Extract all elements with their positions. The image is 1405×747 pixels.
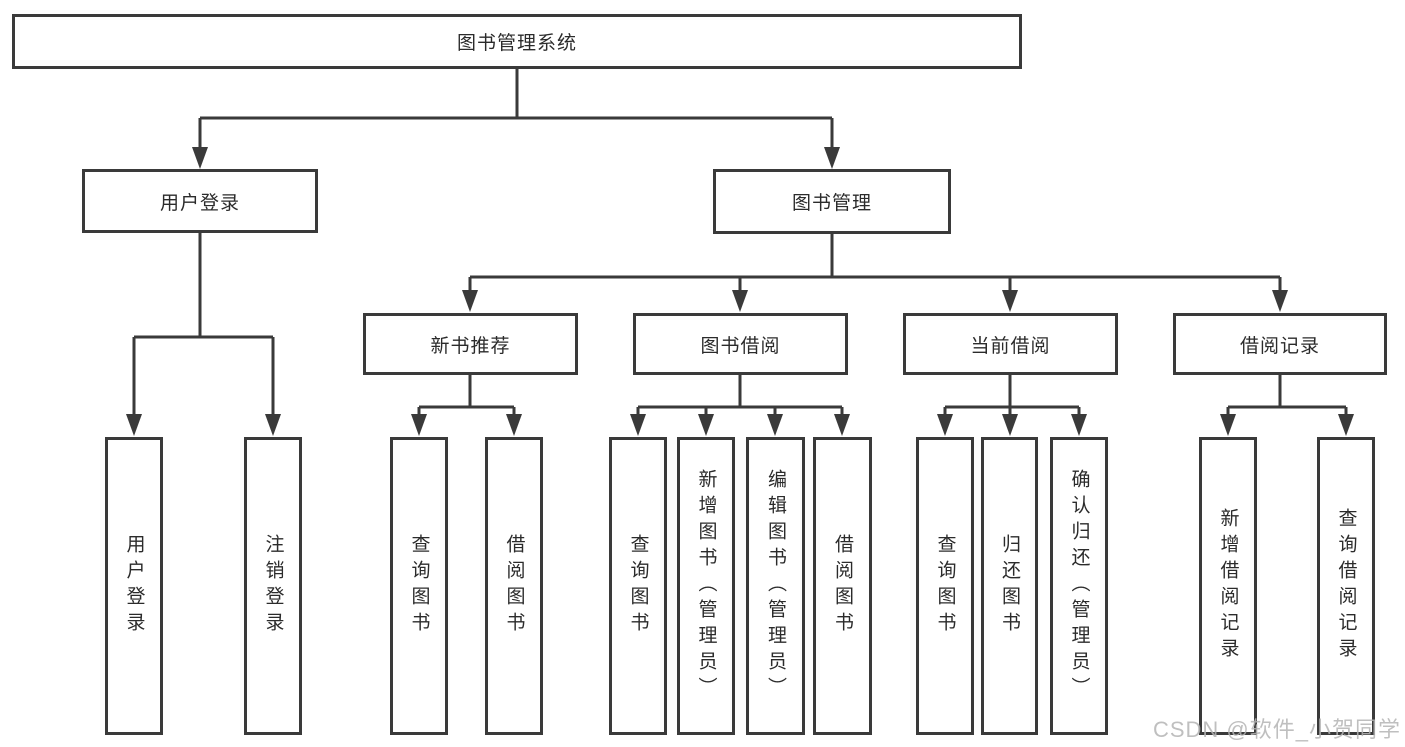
leaf-borrow-query-books-label: 查询图书	[627, 534, 649, 638]
node-user-login-label: 用户登录	[159, 192, 240, 214]
leaf-confirm-return-admin-label: 确认归还（管理员）	[1068, 469, 1090, 703]
leaf-edit-books-admin: 编辑图书（管理员）	[746, 437, 805, 735]
node-borrow-records-label: 借阅记录	[1239, 335, 1320, 357]
leaf-user-login-label: 用户登录	[123, 534, 145, 638]
node-new-book-recommend: 新书推荐	[363, 313, 578, 375]
leaf-add-borrow-record-label: 新增借阅记录	[1217, 508, 1239, 664]
leaf-borrow-books-label: 借阅图书	[832, 534, 853, 638]
node-book-borrow: 图书借阅	[633, 313, 848, 375]
leaf-logout-label: 注销登录	[262, 534, 284, 638]
leaf-current-query-books-label: 查询图书	[934, 534, 956, 638]
leaf-logout: 注销登录	[244, 437, 302, 735]
node-borrow-records: 借阅记录	[1173, 313, 1387, 375]
node-book-management: 图书管理	[713, 169, 951, 234]
leaf-add-borrow-record: 新增借阅记录	[1199, 437, 1257, 735]
node-root-library-system: 图书管理系统	[12, 14, 1022, 69]
leaf-query-borrow-record-label: 查询借阅记录	[1335, 508, 1357, 664]
node-book-management-label: 图书管理	[791, 193, 872, 214]
node-current-borrow: 当前借阅	[903, 313, 1118, 375]
leaf-query-borrow-record: 查询借阅记录	[1317, 437, 1375, 735]
leaf-edit-books-admin-label: 编辑图书（管理员）	[765, 469, 786, 703]
leaf-recommend-query-books-label: 查询图书	[408, 534, 430, 638]
leaf-borrow-books: 借阅图书	[813, 437, 872, 735]
leaf-borrow-query-books: 查询图书	[609, 437, 667, 735]
leaf-user-login: 用户登录	[105, 437, 163, 735]
leaf-return-books-label: 归还图书	[999, 534, 1020, 638]
node-book-borrow-label: 图书借阅	[700, 335, 781, 357]
leaf-add-books-admin-label: 新增图书（管理员）	[695, 469, 717, 703]
leaf-recommend-query-books: 查询图书	[390, 437, 448, 735]
node-user-login: 用户登录	[82, 169, 318, 233]
leaf-current-query-books: 查询图书	[916, 437, 974, 735]
node-root-label: 图书管理系统	[456, 33, 577, 54]
leaf-recommend-borrow-books: 借阅图书	[485, 437, 543, 735]
leaf-confirm-return-admin: 确认归还（管理员）	[1050, 437, 1108, 735]
leaf-add-books-admin: 新增图书（管理员）	[677, 437, 735, 735]
node-new-book-recommend-label: 新书推荐	[430, 335, 511, 357]
leaf-recommend-borrow-books-label: 借阅图书	[503, 534, 525, 638]
leaf-return-books: 归还图书	[981, 437, 1038, 735]
node-current-borrow-label: 当前借阅	[970, 335, 1051, 357]
